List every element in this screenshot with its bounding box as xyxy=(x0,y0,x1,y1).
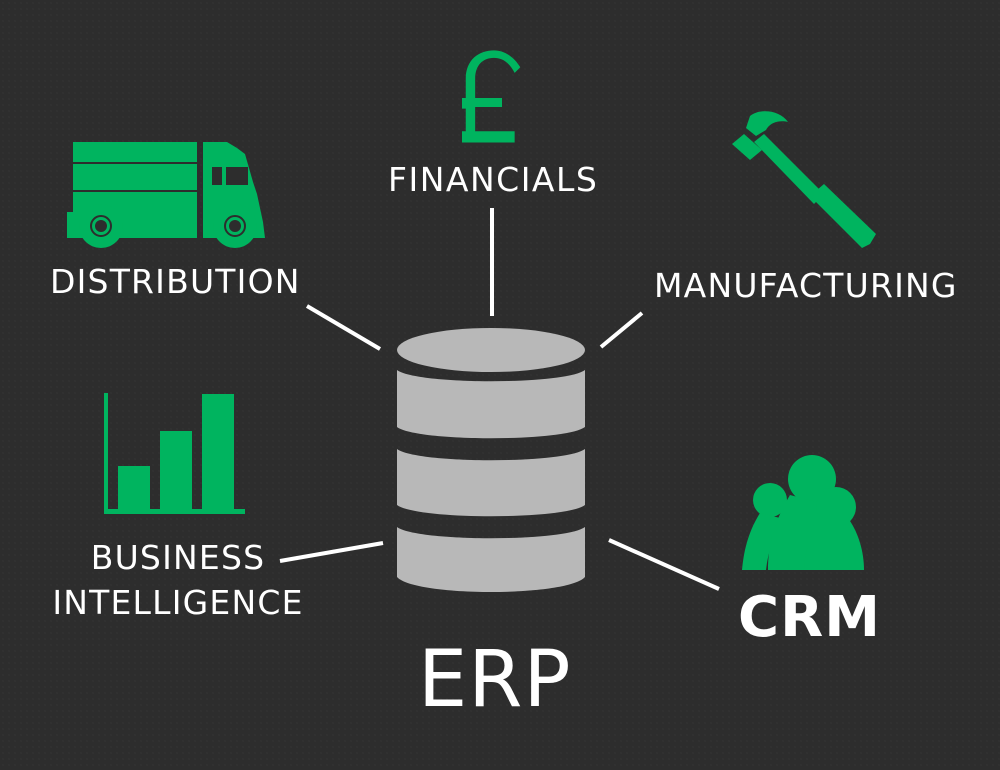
bar-chart-icon xyxy=(104,393,245,514)
erp-label: ERP xyxy=(418,635,572,725)
crm-label: CRM xyxy=(738,585,881,650)
financials-label: FINANCIALS xyxy=(388,160,599,199)
distribution-label: DISTRIBUTION xyxy=(50,262,301,301)
database-icon xyxy=(397,328,585,592)
connector-distribution xyxy=(305,304,382,351)
people-group-icon xyxy=(742,455,864,570)
delivery-truck-icon xyxy=(67,142,265,248)
business-intelligence-label: BUSINESS INTELLIGENCE xyxy=(50,535,306,625)
manufacturing-label: MANUFACTURING xyxy=(654,266,958,305)
pound-sterling-icon xyxy=(462,50,521,143)
connector-manufacturing xyxy=(599,311,644,349)
connector-crm xyxy=(608,538,720,591)
business-intelligence-label-line-2: INTELLIGENCE xyxy=(52,583,304,622)
hammer-icon xyxy=(732,111,876,248)
connector-business-intelligence xyxy=(279,541,384,563)
business-intelligence-label-line-1: BUSINESS xyxy=(90,538,266,577)
